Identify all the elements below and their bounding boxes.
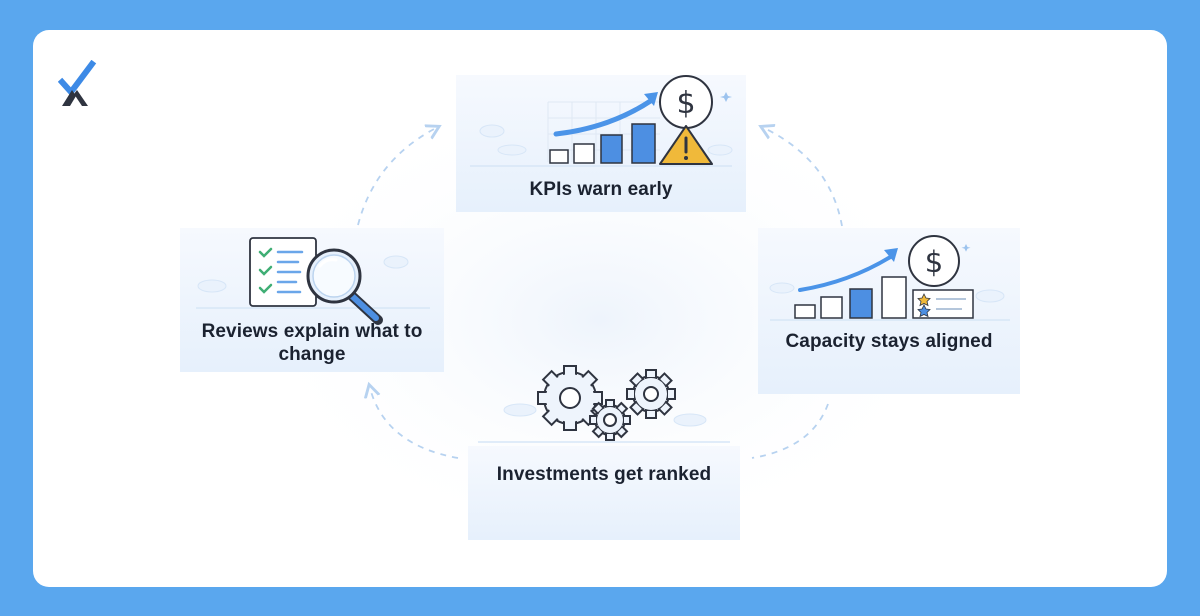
arrow-capacity-to-investments (751, 403, 829, 459)
step-label-capacity: Capacity stays aligned (785, 331, 993, 352)
step-label-kpis: KPIs warn early (529, 179, 673, 200)
brand-logo-icon (58, 60, 97, 106)
svg-text:$: $ (676, 86, 695, 121)
capacity-chart-dollar-icon: $ (794, 235, 974, 319)
svg-text:$: $ (925, 245, 943, 279)
gears-icon (537, 365, 676, 441)
panel-investments (468, 446, 740, 540)
arrow-capacity-to-kpi (764, 128, 843, 227)
arrow-investments-to-reviews (370, 388, 459, 459)
step-label-reviews: Reviews explain what to change (201, 321, 423, 365)
checklist-magnifier-icon (249, 237, 383, 325)
kpi-chart-warning-icon: $ (547, 75, 732, 165)
cycle-arrows (357, 128, 843, 459)
arrow-reviews-to-kpi (357, 128, 436, 226)
step-label-investments: Investments get ranked (496, 464, 712, 485)
